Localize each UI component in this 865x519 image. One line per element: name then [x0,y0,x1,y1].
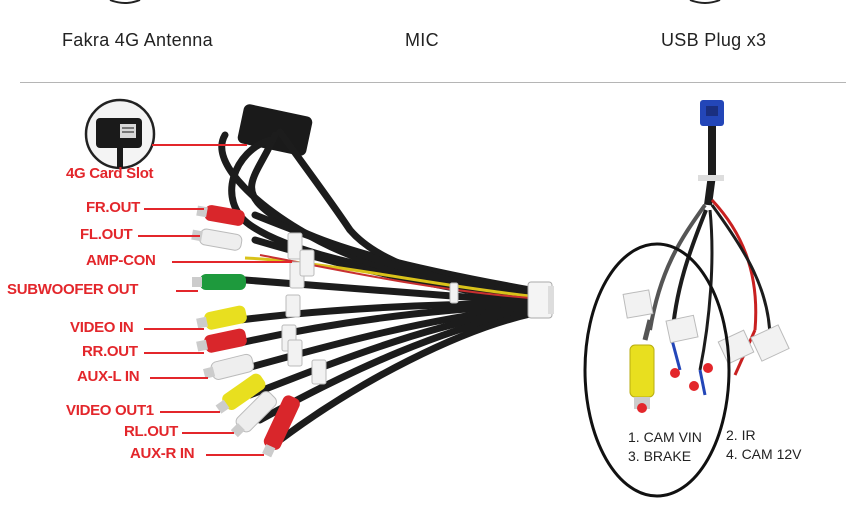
card-slot-inset [84,98,156,170]
label-subwoofer-out: SUBWOOFER OUT [7,281,139,298]
caption-mic: MIC [405,30,439,50]
leader-line [152,144,247,146]
main-connector [527,281,554,319]
leader-line [206,454,264,456]
leader-line [144,208,204,210]
top-edge-fragments [109,0,721,4]
label-aux-r-in: AUX-R IN [130,445,195,462]
label-rl-out: RL.OUT [124,423,179,440]
label-aux-l-in: AUX-L IN [77,368,140,385]
leader-line [160,411,220,413]
note-cam-vin: 1. CAM VIN [628,429,702,445]
right-harness [622,100,790,413]
leader-line [176,290,198,292]
label-video-out1: VIDEO OUT1 [66,402,154,419]
leader-line [144,352,204,354]
leader-line [138,235,200,237]
leader-line [144,328,204,330]
label-4g-card-slot: 4G Card Slot [66,165,154,182]
leader-line [182,432,234,434]
highlight-oval [583,242,731,498]
label-video-in: VIDEO IN [70,319,134,336]
header-divider [20,82,846,83]
note-cam-12v: 4. CAM 12V [726,446,802,462]
label-fr-out: FR.OUT [86,199,141,216]
rca-plugs [191,205,300,458]
caption-usb-plug: USB Plug x3 [661,30,767,50]
label-rr-out: RR.OUT [82,343,138,360]
caption-fakra-4g-antenna: Fakra 4G Antenna [62,30,213,50]
leader-line [150,377,208,379]
note-brake: 3. BRAKE [628,448,692,464]
note-ir: 2. IR [726,427,756,443]
label-fl-out: FL.OUT [80,226,133,243]
cable-tags [281,232,459,385]
leader-line [172,261,292,263]
label-amp-con: AMP-CON [86,252,156,269]
